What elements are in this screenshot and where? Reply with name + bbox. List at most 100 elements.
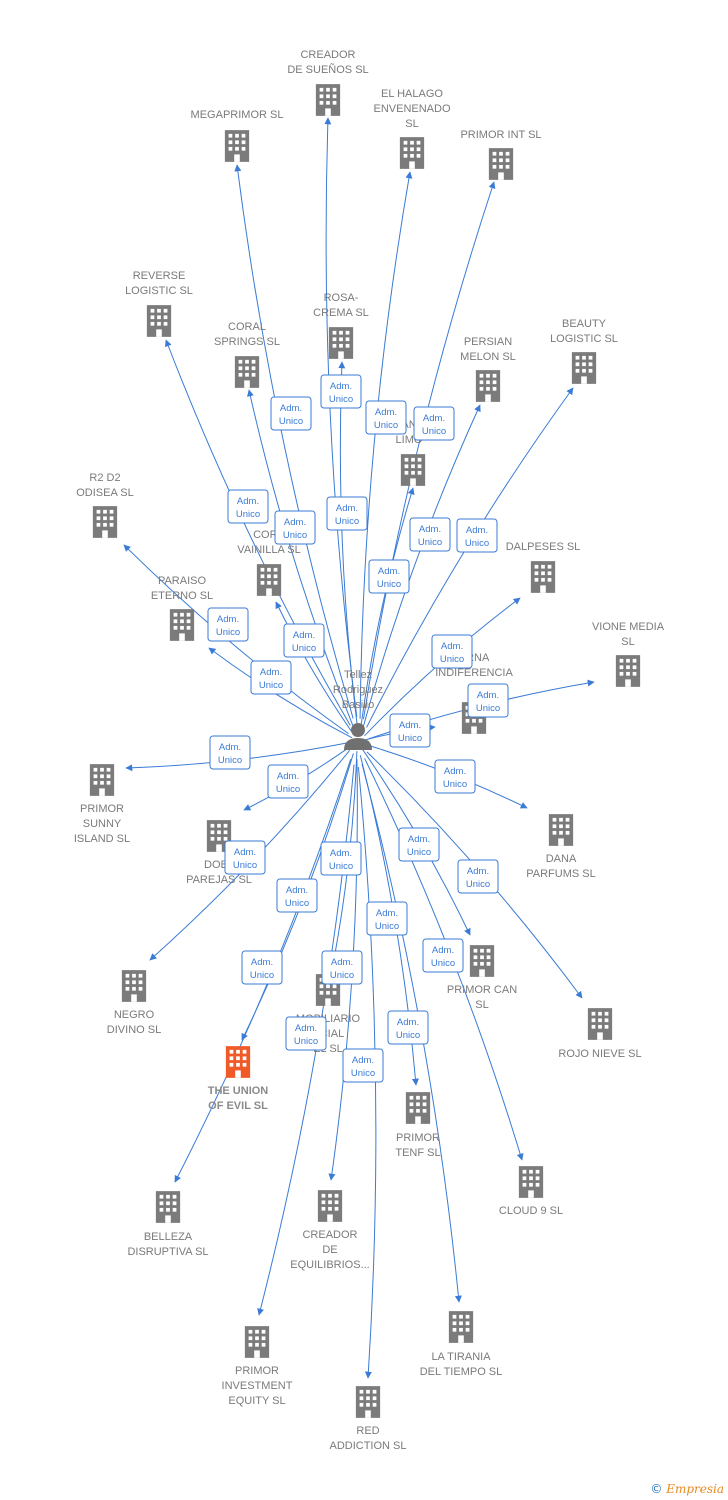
relation-label[interactable]: Adm.Unico — [321, 950, 363, 985]
building-icon[interactable] — [225, 1046, 251, 1078]
building-icon[interactable] — [548, 814, 574, 846]
company-label-megaprimor[interactable]: MEGAPRIMOR SL — [191, 109, 284, 121]
company-label-cloud-9[interactable]: CLOUD 9 SL — [499, 1205, 563, 1217]
building-icon[interactable] — [488, 148, 514, 180]
relation-label[interactable]: Adm.Unico — [409, 517, 451, 552]
building-icon[interactable] — [146, 305, 172, 337]
relation-label[interactable]: Adm.Unico — [250, 660, 292, 695]
building-icon[interactable] — [587, 1008, 613, 1040]
building-icon[interactable] — [355, 1386, 381, 1418]
building-icon[interactable] — [224, 130, 250, 162]
building-icon[interactable] — [315, 84, 341, 116]
svg-text:Adm.: Adm. — [441, 641, 463, 652]
relation-label[interactable]: Adm.Unico — [434, 759, 476, 794]
relation-label[interactable]: Adm.Unico — [422, 938, 464, 973]
building-icon[interactable] — [155, 1191, 181, 1223]
relation-label[interactable]: Adm.Unico — [467, 683, 509, 718]
building-icon[interactable] — [89, 764, 115, 796]
building-icon[interactable] — [475, 370, 501, 402]
relation-label[interactable]: Adm.Unico — [270, 396, 312, 431]
relation-label[interactable]: Adm.Unico — [320, 841, 362, 876]
svg-text:Unico: Unico — [398, 733, 422, 744]
relation-label[interactable]: Adm.Unico — [366, 901, 408, 936]
relation-label[interactable]: Adm.Unico — [207, 607, 249, 642]
svg-text:Unico: Unico — [335, 516, 359, 527]
relation-label[interactable]: Adm.Unico — [267, 764, 309, 799]
relation-label[interactable]: Adm.Unico — [457, 859, 499, 894]
svg-text:Unico: Unico — [407, 847, 431, 858]
company-label-rosa-crema[interactable]: ROSA-CREMA SL — [313, 292, 369, 319]
relation-label[interactable]: Adm.Unico — [224, 840, 266, 875]
relation-label[interactable]: Adm.Unico — [413, 406, 455, 441]
relation-label[interactable]: Adm.Unico — [285, 1016, 327, 1051]
building-icon[interactable] — [317, 1190, 343, 1222]
relation-label[interactable]: Adm.Unico — [326, 496, 368, 531]
edge-rosa-crema — [338, 361, 358, 727]
relation-label[interactable]: Adm.Unico — [365, 400, 407, 435]
company-label-rojo-nieve[interactable]: ROJO NIEVE SL — [558, 1048, 641, 1060]
svg-text:Adm.: Adm. — [466, 525, 488, 536]
building-icon[interactable] — [518, 1166, 544, 1198]
company-label-dalpeses[interactable]: DALPESES SL — [506, 541, 581, 553]
relation-label[interactable]: Adm.Unico — [342, 1048, 384, 1083]
relation-label[interactable]: Adm.Unico — [456, 518, 498, 553]
relation-label[interactable]: Adm.Unico — [283, 623, 325, 658]
building-icon[interactable] — [256, 564, 282, 596]
relation-label[interactable]: Adm.Unico — [368, 559, 410, 594]
brand-footer[interactable]: © Empresia — [650, 1482, 724, 1496]
relation-label[interactable]: Adm.Unico — [431, 634, 473, 669]
building-icon[interactable] — [615, 655, 641, 687]
company-label-primor-int[interactable]: PRIMOR INT SL — [460, 129, 541, 141]
relation-label[interactable]: Adm.Unico — [227, 489, 269, 524]
relation-label[interactable]: Adm.Unico — [209, 735, 251, 770]
building-icon[interactable] — [530, 561, 556, 593]
building-icon[interactable] — [169, 609, 195, 641]
building-icon[interactable] — [469, 945, 495, 977]
relation-label[interactable]: Adm.Unico — [276, 878, 318, 913]
svg-text:Adm.: Adm. — [251, 957, 273, 968]
relation-label[interactable]: Adm.Unico — [398, 827, 440, 862]
building-icon[interactable] — [244, 1326, 270, 1358]
relation-label[interactable]: Adm.Unico — [241, 950, 283, 985]
building-icon[interactable] — [405, 1092, 431, 1124]
building-icon[interactable] — [571, 352, 597, 384]
building-icon[interactable] — [399, 137, 425, 169]
svg-text:Unico: Unico — [283, 530, 307, 541]
building-icon[interactable] — [121, 970, 147, 1002]
building-icon[interactable] — [448, 1311, 474, 1343]
relation-label[interactable]: Adm.Unico — [274, 510, 316, 545]
building-icon[interactable] — [400, 454, 426, 486]
svg-text:Adm.: Adm. — [467, 866, 489, 877]
building-icon[interactable] — [328, 327, 354, 359]
building-icon[interactable] — [234, 356, 260, 388]
relation-label[interactable]: Adm.Unico — [389, 713, 431, 748]
relation-label[interactable]: Adm.Unico — [320, 374, 362, 409]
relation-label[interactable]: Adm.Unico — [387, 1010, 429, 1045]
edge-beauty-logistic — [366, 387, 574, 728]
building-icon[interactable] — [92, 506, 118, 538]
copyright-icon: © — [650, 1482, 663, 1496]
